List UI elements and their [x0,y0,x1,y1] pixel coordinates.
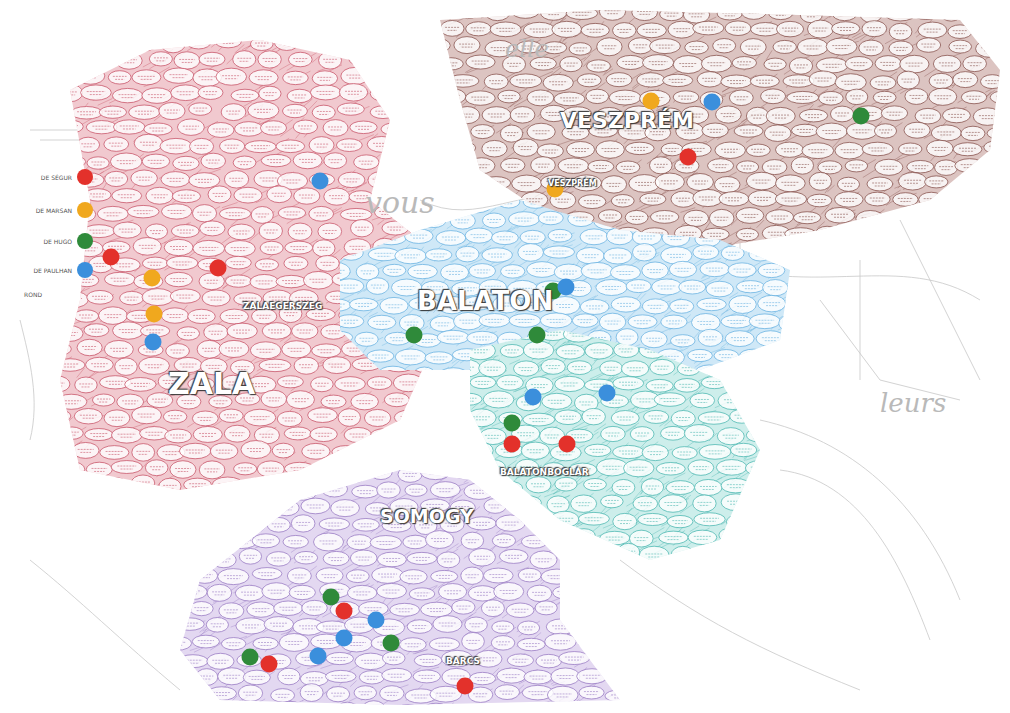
place-name: VESZPRÉM [548,179,597,188]
marker-dot [210,260,227,277]
marker-dot [457,678,474,695]
place-name: BARCS [446,656,480,666]
legend-swatch [77,262,93,278]
marker-dot [336,603,353,620]
legend-swatch [77,233,93,249]
marker-dot [261,656,278,673]
place-name: BALATONBOGLÁR [500,467,589,477]
legend-row: DE SÉGUR [22,169,93,185]
marker-dot [559,436,576,453]
county-region [451,318,783,565]
marker-dot [310,648,327,665]
label-text: elle [505,35,549,63]
place-name: BALATON [417,286,553,316]
place-name: ZALA [168,366,255,401]
marker-dot [323,589,340,606]
legend-row: DE MARSAN [22,202,93,218]
legend-row: DE HUGO [22,233,93,249]
label-text: SOMOGY [380,505,474,527]
marker-dots [103,93,870,695]
label-text: BALATON [417,286,553,316]
label-text: BALATONBOGLÁR [500,467,589,477]
faint-word: ROND [24,291,42,298]
marker-dot [383,635,400,652]
marker-dot [146,306,163,323]
marker-dot [643,93,660,110]
place-name: VESZPRÉM [560,108,694,133]
marker-dot [504,415,521,432]
marker-dot [336,630,353,647]
legend-swatch [77,169,93,185]
marker-dot [558,279,575,296]
place-name: SOMOGY [380,505,474,527]
legend-text: DE MARSAN [22,207,72,214]
marker-dot [504,436,521,453]
county-region [421,0,1010,261]
label-text: VESZPRÉM [560,108,694,133]
marker-dot [242,649,259,666]
label-text: ZALA [168,366,255,401]
marker-dot [529,327,546,344]
faint-word: leurs [880,388,946,418]
marker-dot [704,94,721,111]
marker-dot [680,149,697,166]
marker-dot [312,173,329,190]
marker-dot [525,389,542,406]
marker-dot [368,612,385,629]
legend-text: DE SÉGUR [22,174,72,181]
legend-swatch [77,202,93,218]
faint-word: elle [505,35,549,63]
marker-dot [103,249,120,266]
legend-row: DE PAULHAN [22,262,93,278]
county-region [161,457,637,713]
label-text: leurs [880,388,946,418]
marker-dot [599,385,616,402]
label-text: BARCS [446,656,480,666]
marker-dot [144,270,161,287]
label-text: vous [365,185,435,220]
faint-word: vous [365,185,435,220]
label-text: ZALAEGERSZEG [243,301,322,311]
marker-dot [145,334,162,351]
label-text: VESZPRÉM [548,179,597,188]
marker-dot [853,108,870,125]
legend-text: DE PAULHAN [22,267,72,274]
place-name: ZALAEGERSZEG [243,301,322,311]
label-text: ROND [24,291,42,298]
marker-dot [406,327,423,344]
legend-text: DE HUGO [22,238,72,245]
